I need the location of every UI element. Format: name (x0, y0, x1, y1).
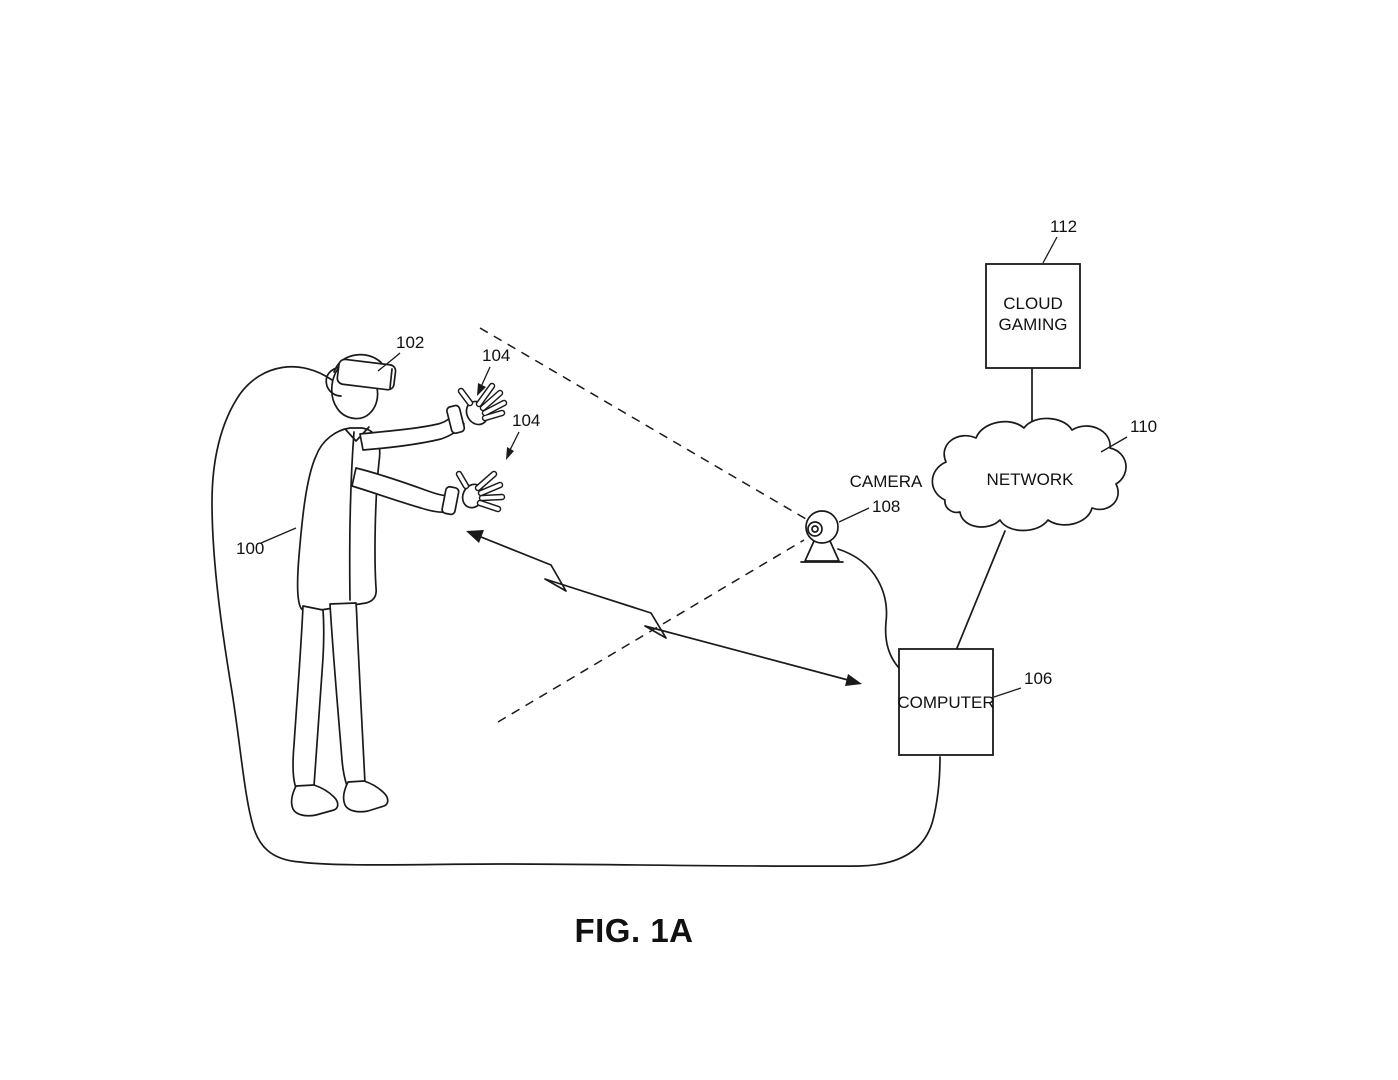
ref-104-upper: 104 (477, 346, 510, 396)
svg-text:106: 106 (1024, 669, 1052, 688)
svg-text:112: 112 (1050, 217, 1077, 236)
network-computer-link (956, 530, 1006, 649)
user-figure (290, 353, 508, 817)
svg-text:102: 102 (396, 333, 424, 352)
computer-label: COMPUTER (897, 693, 994, 712)
ref-104-lower: 104 (506, 411, 540, 460)
camera-fov-line-bottom (497, 539, 805, 723)
wrist-band-lower (441, 485, 460, 516)
camera-label: CAMERA (850, 472, 923, 491)
wrist-band-upper (446, 404, 466, 435)
network-label: NETWORK (987, 470, 1075, 489)
user-shoe-far (290, 784, 339, 817)
camera-icon (800, 510, 844, 563)
svg-text:108: 108 (872, 497, 900, 516)
user-jacket (296, 427, 381, 613)
hmd-headset (325, 358, 397, 397)
ref-106: 106 (993, 669, 1052, 698)
ref-112: 112 (1042, 217, 1077, 264)
svg-text:104: 104 (482, 346, 510, 365)
ref-100: 100 (236, 527, 297, 558)
svg-text:100: 100 (236, 539, 264, 558)
cloud-gaming-label-line2: GAMING (999, 315, 1068, 334)
glove-upper (457, 382, 508, 426)
computer-box: COMPUTER (897, 648, 995, 756)
ref-110: 110 (1100, 417, 1157, 453)
user-jacket-zip (348, 431, 355, 601)
svg-text:110: 110 (1130, 417, 1157, 436)
wireless-link-arrow (466, 530, 862, 686)
svg-text:104: 104 (512, 411, 540, 430)
network-cloud: NETWORK (931, 417, 1127, 532)
user-leg-far (292, 605, 325, 789)
user-collar (345, 426, 370, 442)
cloud-gaming-label-line1: CLOUD (1003, 294, 1063, 313)
user-leg-near (329, 602, 366, 787)
figure-caption: FIG. 1A (574, 912, 693, 949)
user-shoe-near (342, 780, 389, 813)
glove-lower (455, 470, 506, 513)
camera-cable (837, 548, 900, 669)
ref-102: 102 (377, 333, 424, 372)
ref-108-camera: CAMERA 108 (838, 472, 923, 523)
cloud-gaming-box: CLOUD GAMING (985, 263, 1081, 369)
hmd-cable (211, 366, 941, 868)
